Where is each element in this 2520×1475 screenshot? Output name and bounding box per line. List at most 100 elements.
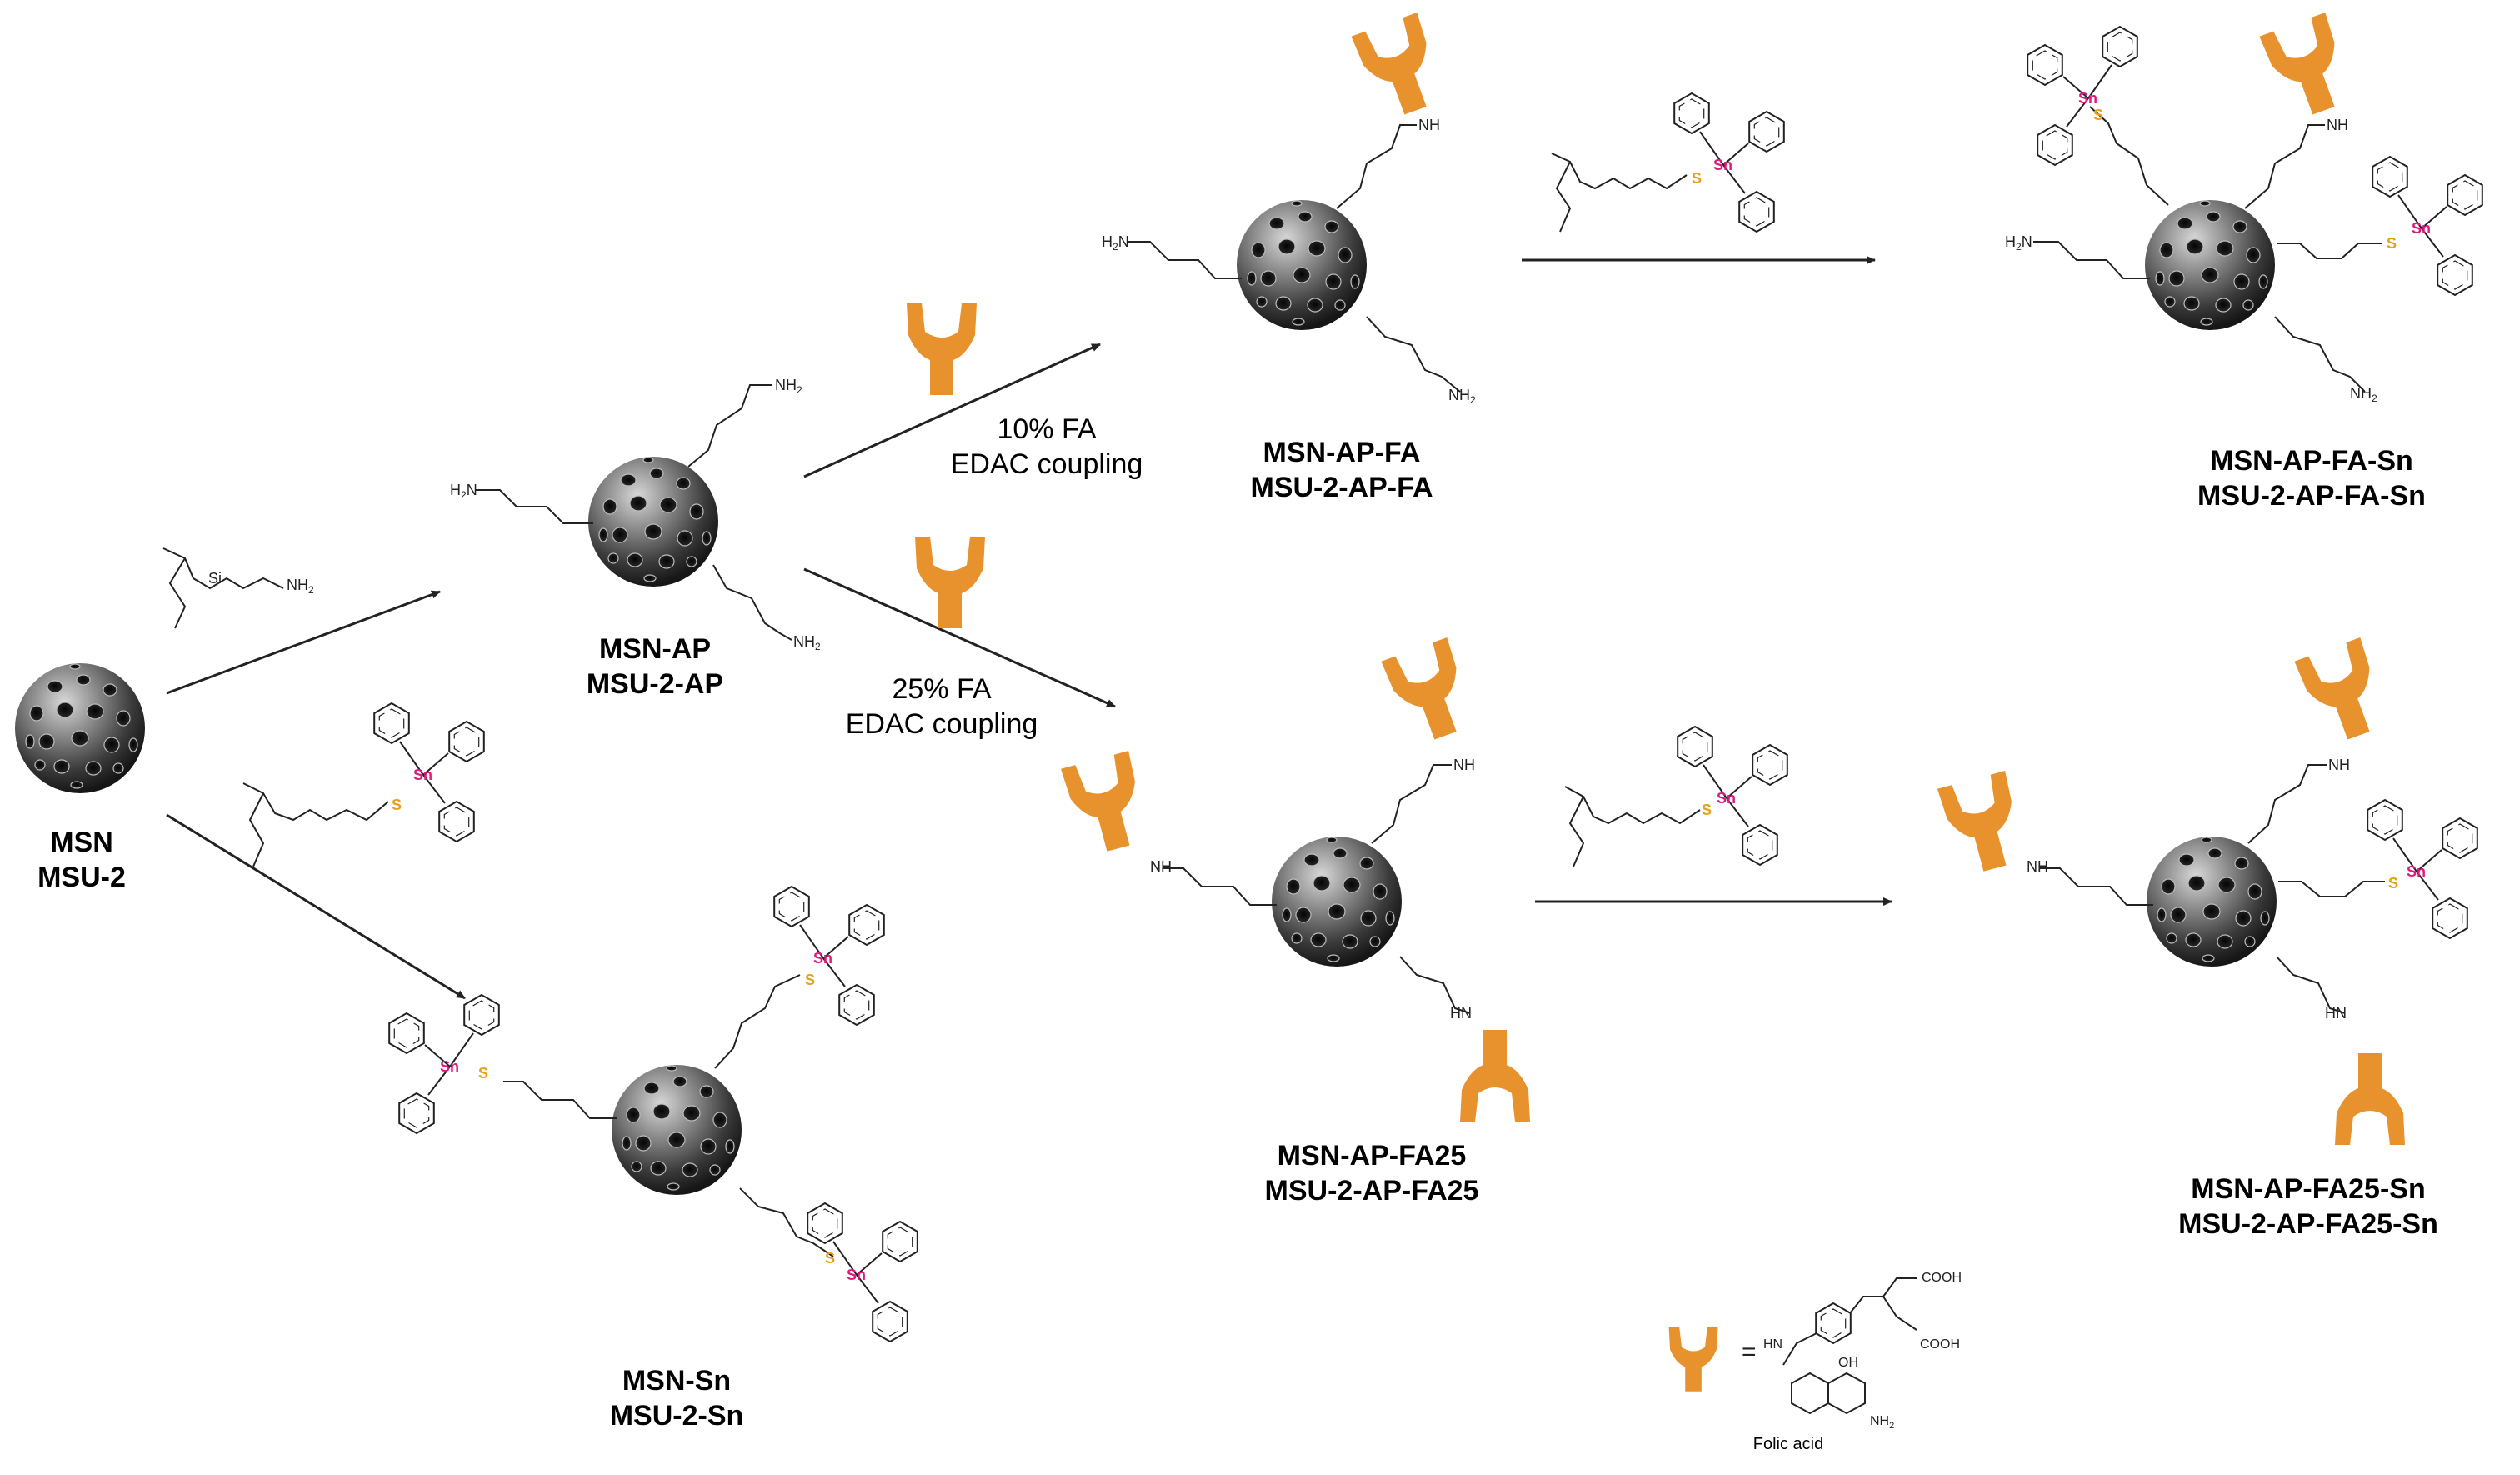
condition-fa10-line2: EDAC coupling (950, 448, 1143, 480)
condition-fa25: 25% FA EDAC coupling (846, 672, 1038, 742)
nh2-atom-label: NH2 (775, 377, 802, 396)
nh-atom-label: NH (1418, 117, 1440, 133)
label-ap-fa25-sn: MSN-AP-FA25-Sn MSU-2-AP-FA25-Sn (2178, 1172, 2438, 1242)
label-sn-line2: MSU-2-Sn (609, 1400, 744, 1432)
s-atom-label: S (2387, 235, 2397, 252)
nh-atom-label: NH (1150, 858, 1172, 875)
spheres (14, 199, 2278, 1196)
s-atom-label: S (805, 972, 815, 988)
label-ap-fa25-sn-line2: MSU-2-AP-FA25-Sn (2178, 1208, 2438, 1240)
linkers (475, 106, 2385, 1258)
label-ap-fa25-sn-line1: MSN-AP-FA25-Sn (2191, 1173, 2426, 1205)
silane-reagents (162, 152, 1701, 868)
folate-icon (2294, 638, 2392, 748)
arrow-ap-to-fa25 (803, 568, 1116, 708)
h2n-atom-label: H2N (450, 482, 478, 501)
nh2-atom-label: NH2 (2350, 385, 2378, 404)
folate-icon (2259, 12, 2357, 123)
sn-atom-label: Sn (847, 1267, 866, 1283)
label-ap-fa: MSN-AP-FA MSU-2-AP-FA (1250, 435, 1432, 505)
nh2-atom-label: NH2 (793, 633, 821, 652)
hn-atom-label: HN (2325, 1005, 2347, 1022)
nh2-atom-label: NH2 (1448, 387, 1476, 406)
condition-fa25-line1: 25% FA (892, 673, 992, 705)
folic-acid-labels: HN COOH COOH OH NH2 (1763, 1271, 1962, 1431)
label-ap-fa25: MSN-AP-FA25 MSU-2-AP-FA25 (1265, 1138, 1479, 1208)
label-sn: MSN-Sn MSU-2-Sn (610, 1363, 744, 1433)
folate-icon (1937, 771, 2029, 878)
sn-atom-label: Sn (2078, 90, 2098, 107)
sphere-ap-fa25-sn (2146, 836, 2278, 968)
folate-icon (2335, 1053, 2405, 1145)
si-atom-label: Si (208, 570, 222, 587)
label-ap: MSN-AP MSU-2-AP (587, 632, 723, 702)
sn-atom-label: Sn (413, 767, 432, 783)
condition-fa10-line1: 10% FA (997, 413, 1097, 445)
s-atom-label: S (478, 1065, 488, 1082)
tin-sulfur-labels: Sn S Sn S Sn S Sn S Sn S Sn S Sn S Sn S … (392, 90, 2431, 1283)
folate-icon (1381, 638, 1478, 748)
label-ap-fa-sn-line1: MSN-AP-FA-Sn (2210, 445, 2413, 477)
nh-atom-label: NH (2027, 858, 2048, 875)
label-ap-fa-sn-line2: MSU-2-AP-FA-Sn (2198, 480, 2426, 512)
label-sn-line1: MSN-Sn (622, 1365, 732, 1397)
sphere-ap-fa (1236, 199, 1368, 331)
legend-equals: = (1742, 1338, 1757, 1366)
nh2-atom-label: NH2 (1870, 1414, 1894, 1431)
legend-caption: Folic acid (1752, 1435, 1824, 1453)
label-ap-fa-line1: MSN-AP-FA (1262, 437, 1421, 468)
sphere-ap-fa-sn (2144, 199, 2276, 331)
sn-atom-label: Sn (1717, 790, 1736, 807)
folate-icon (1351, 12, 1448, 123)
arrow-ap-to-fa (803, 342, 1101, 478)
folate-icon (907, 303, 977, 395)
condition-fa10: 10% FA EDAC coupling (951, 412, 1143, 482)
cooh-label: COOH (1922, 1271, 1962, 1285)
folate-icon (915, 537, 985, 628)
label-msn: MSN MSU-2 (38, 825, 126, 895)
h2n-atom-label: H2N (2005, 233, 2032, 252)
label-msn-line2: MSU-2 (38, 862, 126, 893)
folate-icon (1060, 751, 1152, 858)
atom-labels: Si NH2 H2N NH2 NH2 H2N NH2 NH H2N NH2 NH… (208, 117, 2378, 1022)
sphere-sn (611, 1064, 742, 1196)
folate-legend-icon (1668, 1327, 1718, 1392)
folate-icon (1460, 1030, 1530, 1122)
sphere-ap (588, 456, 719, 588)
oh-atom-label: OH (1838, 1356, 1858, 1370)
s-atom-label: S (1692, 170, 1702, 187)
label-ap-fa-sn: MSN-AP-FA-Sn MSU-2-AP-FA-Sn (2198, 443, 2426, 513)
sn-atom-label: Sn (813, 950, 832, 967)
h2n-atom-label: H2N (1102, 233, 1129, 252)
s-atom-label: S (1702, 802, 1712, 818)
hn-atom-label: HN (1450, 1005, 1472, 1022)
nh-atom-label: NH (1453, 757, 1475, 773)
sphere-msn (14, 662, 146, 794)
arrow-msn-to-sn (166, 813, 466, 1000)
sphere-ap-fa25 (1271, 836, 1402, 968)
label-ap-line2: MSU-2-AP (586, 668, 724, 700)
label-ap-fa25-line2: MSU-2-AP-FA25 (1264, 1175, 1479, 1207)
nh2-atom-label: NH2 (287, 577, 314, 596)
s-atom-label: S (2388, 875, 2398, 892)
nh-atom-label: NH (2328, 757, 2350, 773)
reaction-arrows (166, 256, 1892, 1000)
label-ap-line1: MSN-AP (598, 633, 712, 665)
sn-atom-label: Sn (2412, 220, 2431, 237)
label-msn-line1: MSN (50, 827, 113, 858)
sn-atom-label: Sn (1713, 157, 1732, 173)
label-ap-fa-line2: MSU-2-AP-FA (1250, 472, 1433, 503)
folic-acid-structure (1782, 1278, 1918, 1415)
nh-atom-label: NH (2327, 117, 2348, 133)
s-atom-label: S (2093, 107, 2103, 123)
hn-atom-label: HN (1763, 1338, 1782, 1352)
sn-atom-label: Sn (440, 1058, 459, 1075)
sn-atom-label: Sn (2407, 863, 2426, 880)
condition-fa25-line2: EDAC coupling (845, 708, 1038, 740)
s-atom-label: S (392, 797, 402, 813)
s-atom-label: S (825, 1250, 835, 1267)
arrow-msn-to-ap (166, 590, 441, 695)
cooh-label: COOH (1920, 1338, 1960, 1352)
label-ap-fa25-line1: MSN-AP-FA25 (1277, 1140, 1467, 1172)
